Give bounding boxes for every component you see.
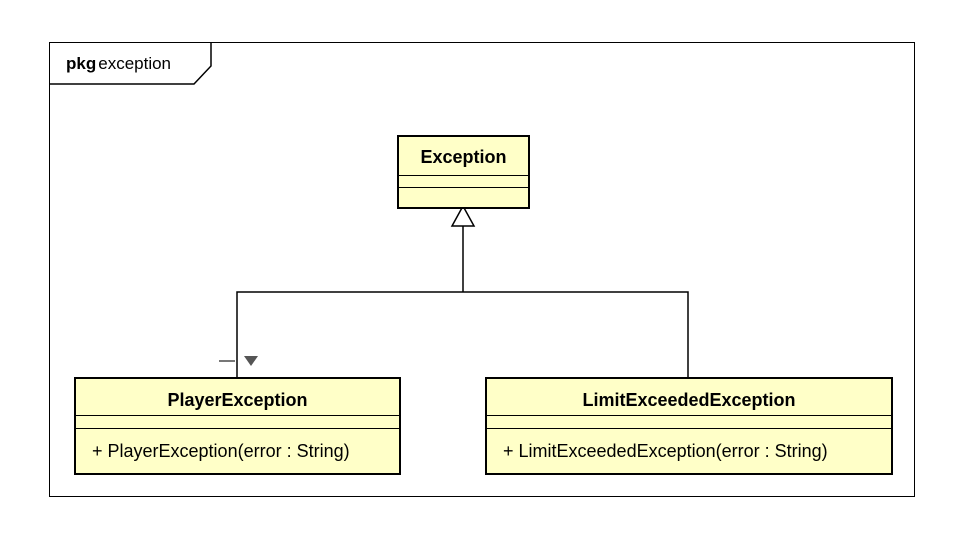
attributes-compartment (399, 175, 528, 187)
package-tab-outline (49, 42, 212, 85)
attributes-compartment (76, 415, 399, 428)
operations-compartment (399, 187, 528, 206)
operation-constructor: + LimitExceededException(error : String) (503, 441, 828, 461)
generalization-connectors (236, 226, 689, 377)
class-limit-exceeded-exception[interactable]: LimitExceededException + LimitExceededEx… (485, 377, 893, 475)
filter-triangle-icon (244, 356, 258, 366)
package-keyword: pkg (66, 54, 97, 73)
connector-limit-to-exception (463, 291, 689, 377)
class-name: LimitExceededException (582, 390, 796, 410)
class-name: PlayerException (167, 390, 308, 410)
operations-compartment: + PlayerException(error : String) (76, 428, 399, 473)
class-name: Exception (420, 147, 507, 167)
class-exception[interactable]: Exception (397, 135, 530, 209)
operations-compartment: + LimitExceededException(error : String) (487, 428, 891, 473)
operation-constructor: + PlayerException(error : String) (92, 441, 350, 461)
class-player-exception[interactable]: PlayerException + PlayerException(error … (74, 377, 401, 475)
connector-player-to-exception (236, 291, 463, 377)
package-name: exception (98, 54, 172, 73)
attributes-compartment (487, 415, 891, 428)
package-frame (49, 42, 915, 497)
inheritance-arrowhead (450, 204, 476, 227)
